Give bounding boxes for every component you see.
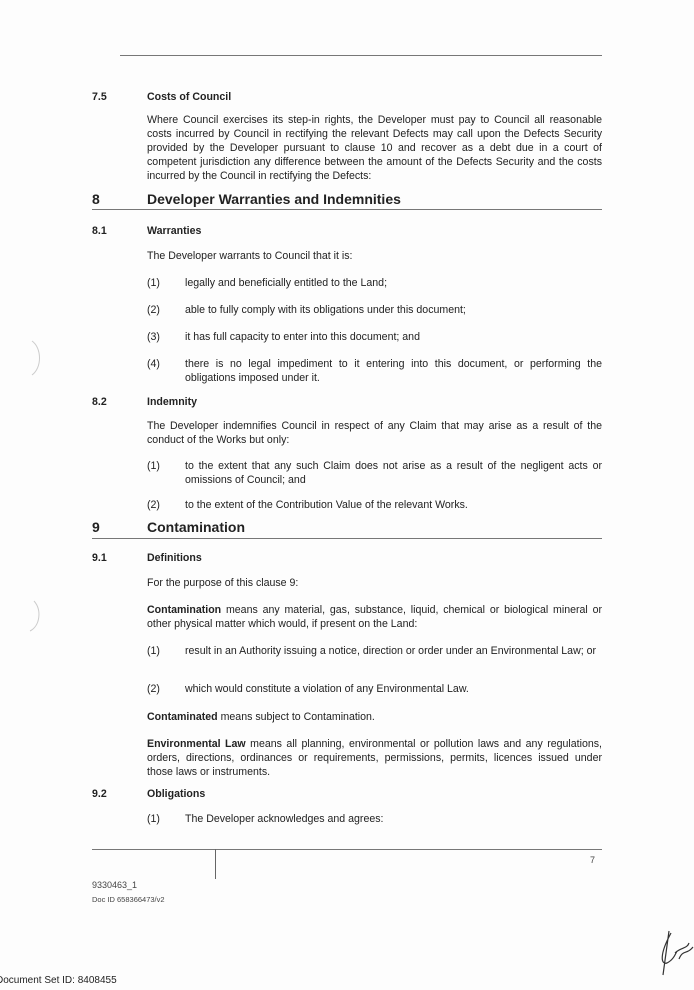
definition-contamination: Contamination means any material, gas, s… (147, 603, 602, 631)
list-item: there is no legal impediment to it enter… (185, 358, 602, 384)
footer-rule (92, 849, 602, 850)
list-number: (1) (147, 645, 160, 657)
heading-rule (92, 209, 602, 210)
document-reference: 9330463_1 (92, 880, 138, 890)
heading-title: Contamination (147, 519, 245, 535)
list-number: (3) (147, 331, 160, 343)
section-title: Obligations (147, 788, 206, 800)
section-title: Indemnity (147, 396, 198, 408)
doc-id: Doc ID 658366473/v2 (92, 895, 165, 904)
definition-text: means all planning, environmental or pol… (147, 738, 602, 778)
paragraph: Where Council exercises its step-in righ… (147, 114, 602, 182)
defined-term: Contamination (147, 604, 222, 616)
list-number: (1) (147, 813, 160, 825)
list-item: able to fully comply with its obligation… (185, 304, 466, 316)
section-number: 8.1 (92, 225, 107, 237)
defined-term: Contaminated (147, 711, 218, 723)
header-rule (120, 55, 602, 56)
list-number: (4) (147, 358, 160, 370)
section-number: 8.2 (92, 396, 107, 408)
heading-number: 8 (92, 191, 100, 207)
list-number: (2) (147, 683, 160, 695)
paragraph: For the purpose of this clause 9: (147, 577, 299, 589)
list-item: to the extent of the Contribution Value … (185, 499, 468, 511)
list-number: (1) (147, 460, 160, 472)
paragraph: The Developer indemnifies Council in res… (147, 420, 602, 446)
defined-term: Environmental Law (147, 738, 246, 750)
initials-signature (661, 930, 694, 976)
paragraph: The Developer warrants to Council that i… (147, 250, 353, 262)
heading-title: Developer Warranties and Indemnities (147, 191, 401, 207)
document-set-id: Document Set ID: 8408455 (0, 975, 117, 986)
list-item: which would constitute a violation of an… (185, 683, 469, 695)
list-number: (2) (147, 499, 160, 511)
punch-hole-mark (31, 340, 40, 376)
section-number: 9.2 (92, 788, 107, 800)
section-number: 7.5 (92, 91, 107, 103)
heading-number: 9 (92, 519, 100, 535)
definition-contaminated: Contaminated means subject to Contaminat… (147, 710, 602, 724)
definition-text: means any material, gas, substance, liqu… (147, 604, 602, 630)
punch-hole-mark (29, 600, 40, 632)
list-item: result in an Authority issuing a notice,… (185, 645, 597, 657)
list-item: it has full capacity to enter into this … (185, 331, 420, 343)
section-title: Definitions (147, 552, 202, 564)
list-number: (1) (147, 277, 160, 289)
heading-rule (92, 538, 602, 539)
list-number: (2) (147, 304, 160, 316)
section-title: Costs of Council (147, 91, 232, 103)
footer-divider (215, 849, 216, 879)
list-item: legally and beneficially entitled to the… (185, 277, 388, 289)
definition-environmental-law: Environmental Law means all planning, en… (147, 737, 602, 779)
list-item: The Developer acknowledges and agrees: (185, 813, 384, 825)
section-number: 9.1 (92, 552, 107, 564)
page-number: 7 (590, 855, 596, 865)
list-item: to the extent that any such Claim does n… (185, 460, 602, 486)
section-title: Warranties (147, 225, 202, 237)
definition-text: means subject to Contamination. (217, 711, 375, 723)
